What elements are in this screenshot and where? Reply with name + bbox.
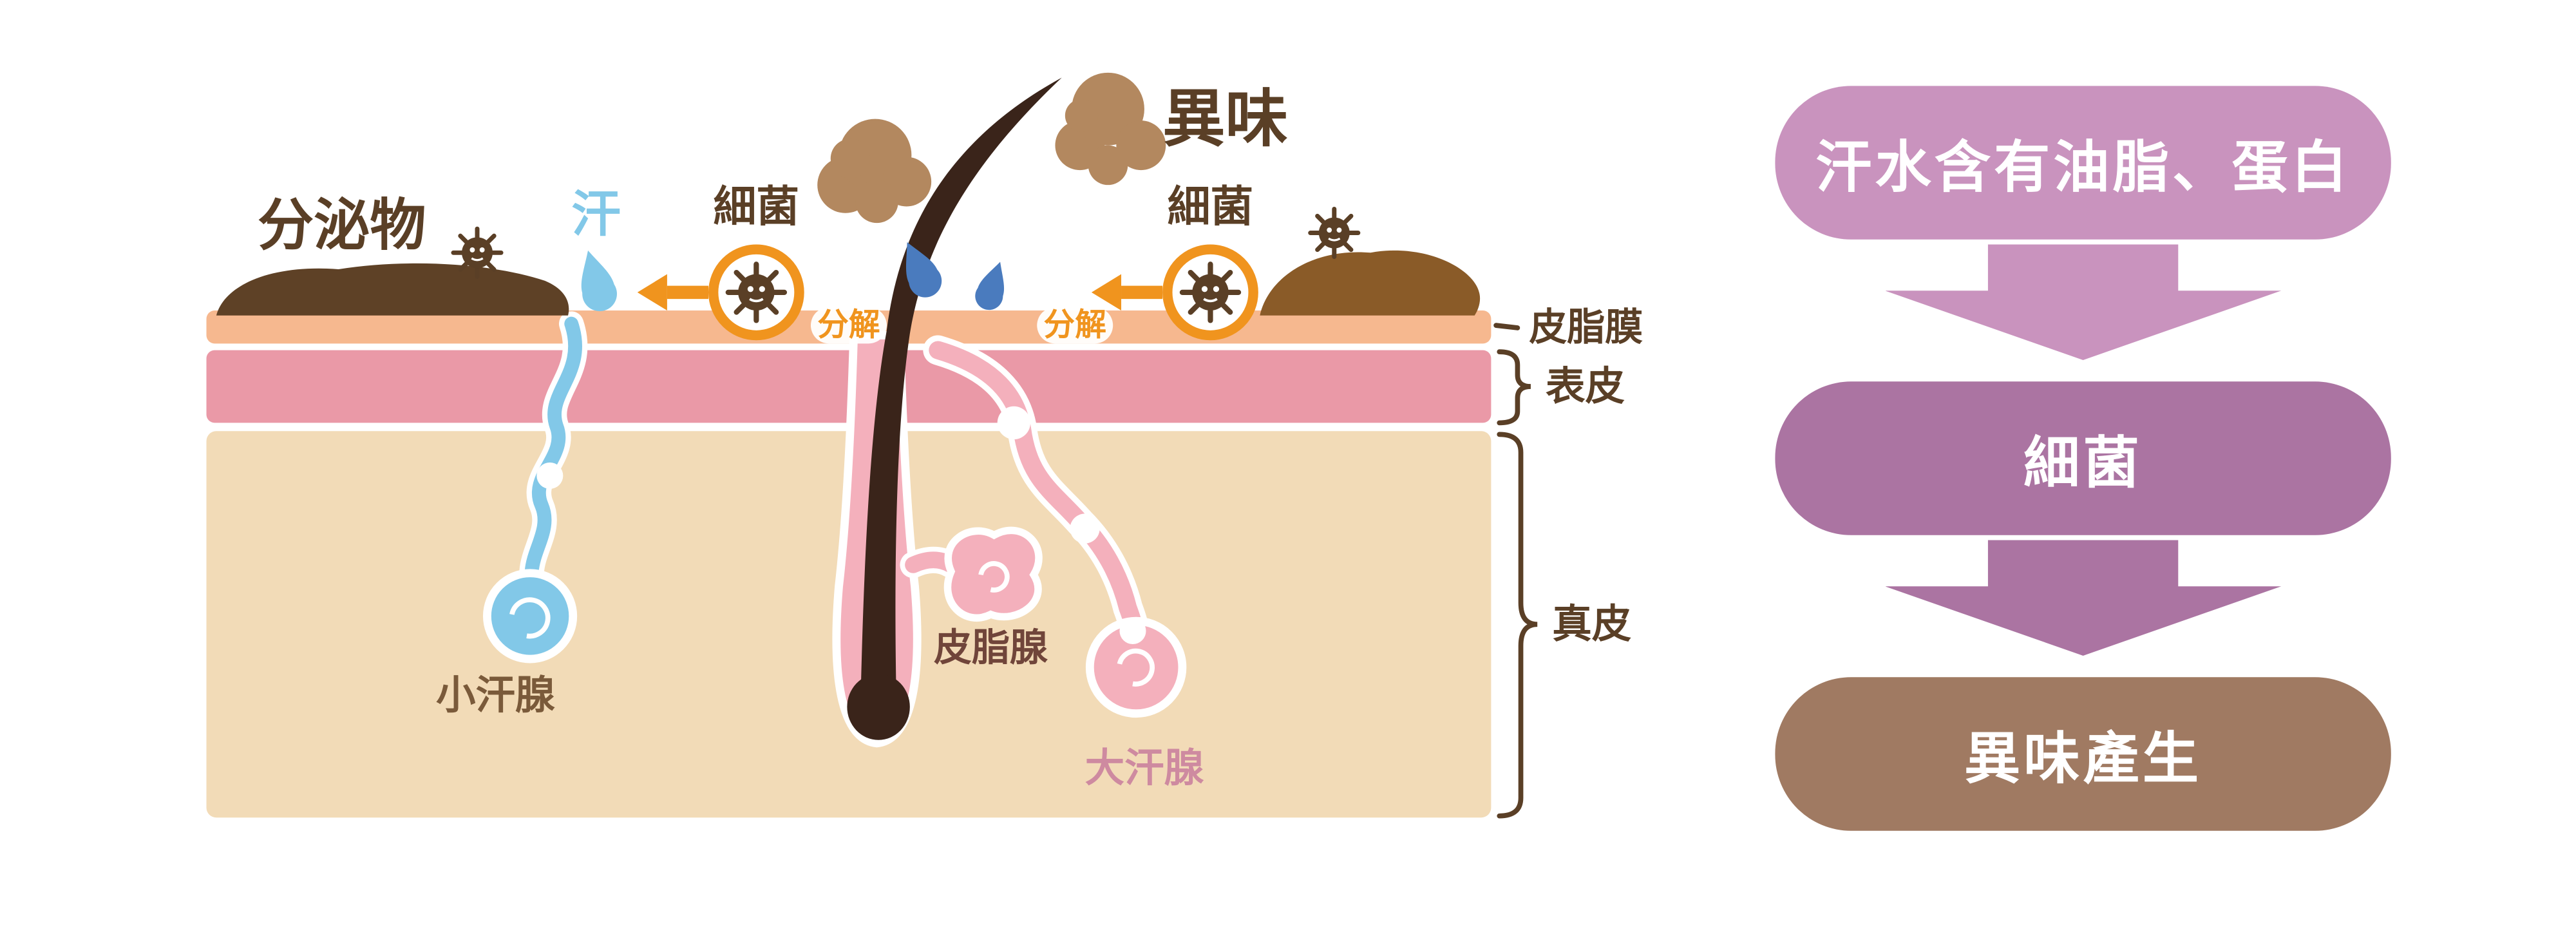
flow-step-sweat-label: 汗水含有油脂、蛋白: [1815, 135, 2351, 202]
sweat-label: 汗: [571, 186, 621, 243]
secretion-blob-right: [1260, 250, 1481, 316]
flow-step-odor: 異味產生: [1775, 677, 2391, 831]
decompose-label-right: 分解: [1037, 307, 1113, 344]
epidermis-label: 表皮: [1546, 363, 1625, 410]
bacteria-label-right: 細菌: [1168, 182, 1253, 232]
flow-step-sweat: 汗水含有油脂、蛋白: [1775, 86, 2391, 240]
eccrine-gland: [482, 311, 588, 663]
odor-puff-right: [1055, 72, 1166, 186]
flow-step-bacteria: 細菌: [1775, 381, 2391, 535]
svg-text:分解: 分解: [817, 307, 880, 343]
flow-step-bacteria-label: 細菌: [2023, 431, 2143, 497]
sweat-droplet-deep-1: [905, 242, 942, 298]
layer-callouts: [1493, 323, 1538, 819]
sweat-droplet-light: [581, 250, 617, 312]
bacteria-ring-right: [1091, 244, 1258, 341]
odor-puff-left: [817, 119, 932, 224]
secretion-blob-left: [216, 263, 569, 316]
apocrine-gland: [923, 335, 1187, 718]
svg-text:分解: 分解: [1044, 307, 1106, 343]
sweat-droplet-deep-2: [975, 262, 1005, 310]
sebaceous-gland-label: 皮脂腺: [934, 625, 1048, 670]
flow-step-odor-label: 異味產生: [1964, 727, 2202, 793]
dermis-label: 真皮: [1552, 601, 1631, 647]
down-arrow-icon-1: [1884, 244, 2282, 360]
decompose-label-left: 分解: [810, 307, 887, 344]
sebum-film-label: 皮脂膜: [1529, 305, 1643, 349]
epidermis-brace: [1497, 349, 1531, 426]
eccrine-gland-label: 小汗腺: [436, 672, 555, 718]
bacteria-label-left: 細菌: [714, 182, 799, 232]
dermis-brace: [1497, 432, 1538, 819]
apocrine-gland-label: 大汗腺: [1085, 745, 1204, 791]
down-arrow-icon-2: [1884, 540, 2282, 656]
skin-diagram: 分解 分解 分泌物 汗 細菌 異味 細菌 小汗腺 皮脂腺 大汗腺 皮脂膜: [206, 72, 1643, 819]
sebaceous-gland: [900, 526, 1043, 622]
odor-label: 異味: [1162, 82, 1288, 155]
bacteria-icon: [1311, 209, 1358, 256]
sebum-film-tick: [1493, 323, 1520, 330]
bacteria-ring-left: [637, 244, 804, 341]
odor-flowchart: 汗水含有油脂、蛋白 細菌 異味產生: [1775, 86, 2391, 831]
hair: [847, 77, 1062, 740]
secretion-label: 分泌物: [258, 192, 426, 258]
bacteria-icon: [453, 229, 501, 276]
